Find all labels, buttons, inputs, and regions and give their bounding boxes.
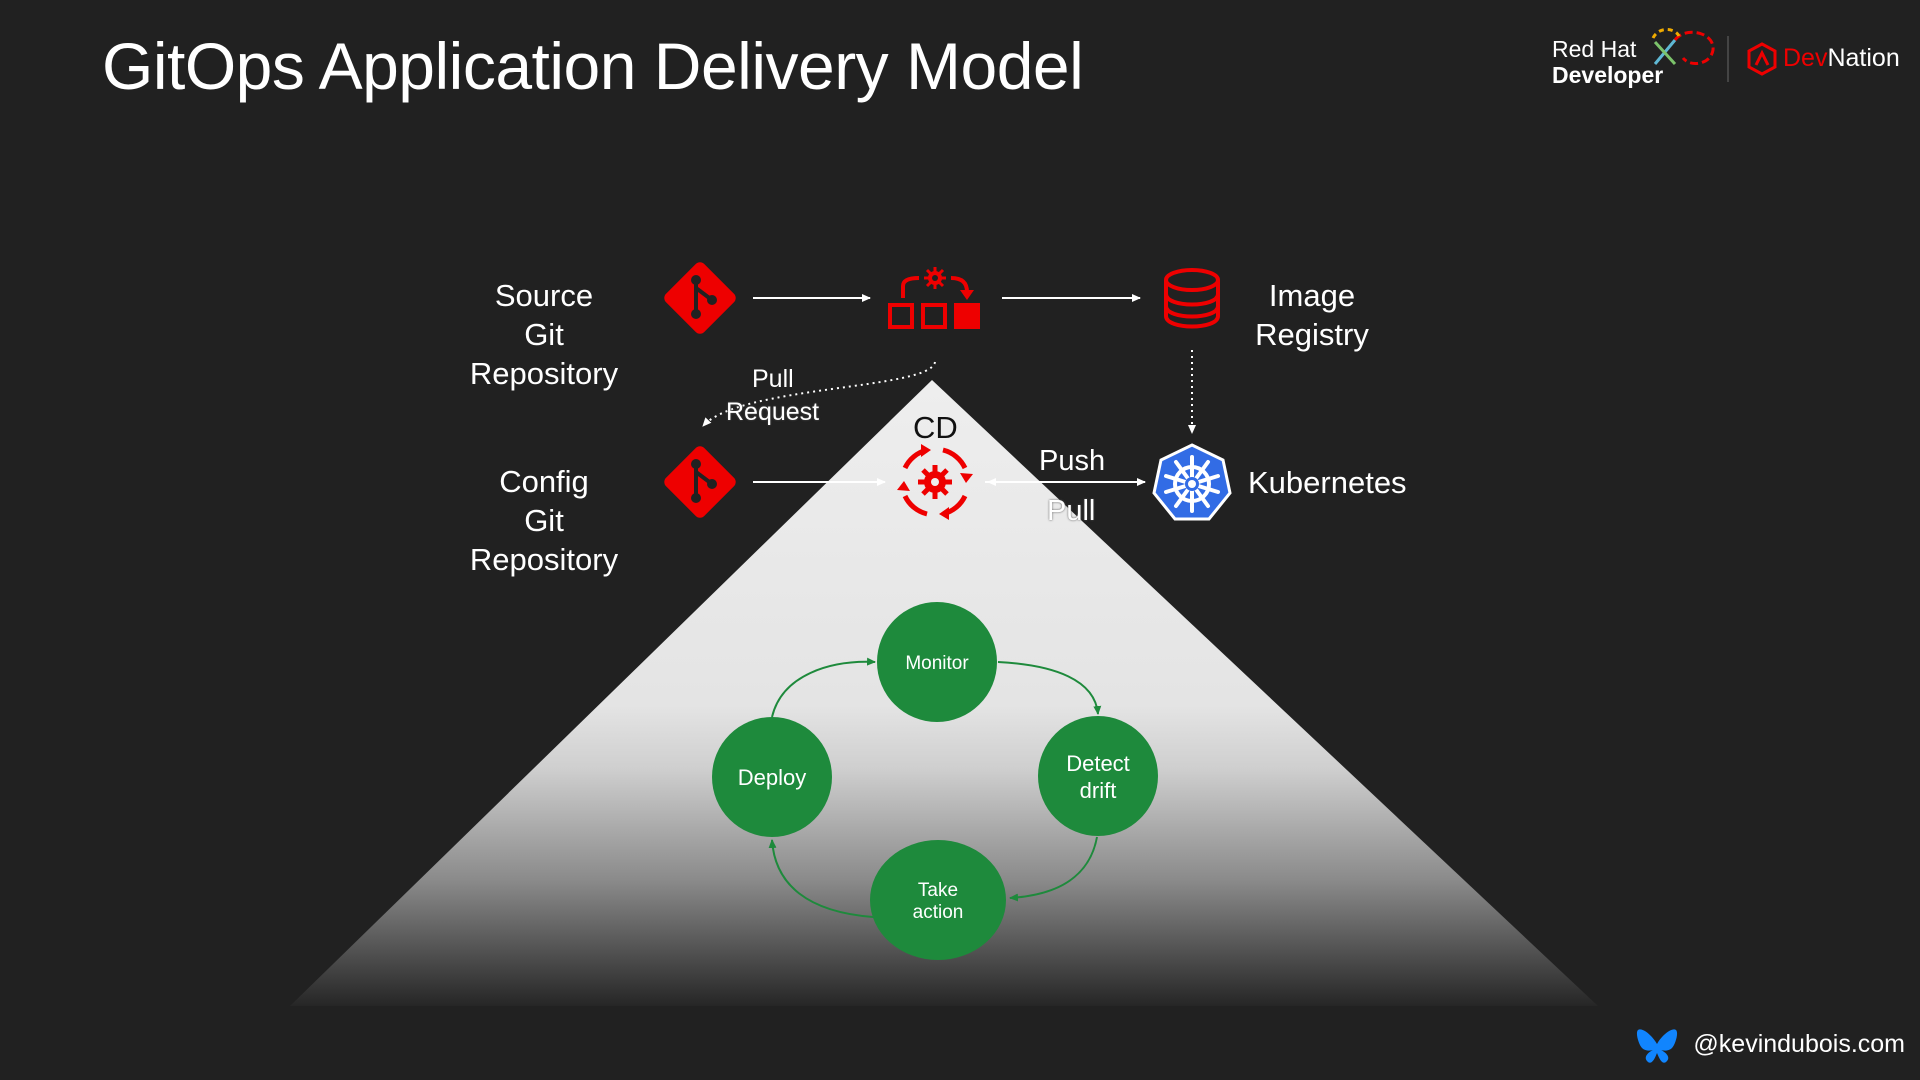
devnation-nation: Nation xyxy=(1827,44,1900,72)
redhat-swirl-icon xyxy=(1651,28,1715,66)
source-git-icon xyxy=(664,262,736,334)
cd-sync-icon xyxy=(897,444,973,520)
devnation-logo: DevNation xyxy=(1745,42,1915,78)
monitor-label: Monitor xyxy=(905,653,969,674)
loop-node-detect-drift: Detect drift xyxy=(1038,716,1158,836)
devnation-mark-icon xyxy=(1747,42,1777,76)
pull-label: Pull xyxy=(1047,495,1096,527)
push-label: Push xyxy=(1039,445,1106,477)
config-git-icon xyxy=(664,446,736,518)
pull-request-line2: Request xyxy=(726,398,820,426)
source-repo-label: Source Git Repository xyxy=(444,276,644,393)
kubernetes-helm-icon xyxy=(1152,443,1232,521)
bluesky-butterfly-icon xyxy=(1636,1029,1678,1063)
loop-arrow-deploy-to-monitor xyxy=(771,657,876,718)
database-icon xyxy=(1164,268,1220,329)
deploy-label: Deploy xyxy=(738,765,806,790)
loop-arrow-monitor-to-detect xyxy=(997,661,1102,715)
source-repo-line2: Git xyxy=(524,317,564,352)
loop-arrow-action-to-deploy xyxy=(768,839,874,918)
build-pipeline-icon xyxy=(888,267,980,329)
config-repo-line1: Config xyxy=(499,464,589,499)
redhat-logo-line2: Developer xyxy=(1552,62,1664,88)
redhat-developer-logo: Red Hat Developer xyxy=(1550,28,1715,94)
kubernetes-label: Kubernetes xyxy=(1248,465,1407,500)
footer-handle: @kevindubois.com xyxy=(1693,1030,1905,1058)
config-repo-line2: Git xyxy=(524,503,564,538)
take-action-line2: action xyxy=(913,902,964,923)
source-repo-line1: Source xyxy=(494,278,594,313)
detect-label-line1: Detect xyxy=(1066,751,1130,776)
loop-node-monitor: Monitor xyxy=(877,602,997,722)
arrow-pull-request xyxy=(702,361,936,427)
config-repo-label: Config Git Repository xyxy=(444,462,644,579)
detect-label-line2: drift xyxy=(1080,778,1117,803)
config-repo-line3: Repository xyxy=(469,542,619,577)
devnation-dev: Dev xyxy=(1783,44,1828,72)
loop-node-take-action: Take action xyxy=(870,840,1006,960)
loop-arrow-detect-to-action xyxy=(1009,836,1098,902)
slide-title: GitOps Application Delivery Model xyxy=(102,29,1084,103)
image-registry-label: Image Registry xyxy=(1232,276,1392,354)
cd-label: CD xyxy=(913,410,958,445)
redhat-logo-line1: Red Hat xyxy=(1552,36,1637,62)
image-registry-line2: Registry xyxy=(1255,317,1369,352)
logo-divider xyxy=(1727,36,1729,82)
pull-request-line1: Pull xyxy=(752,365,794,393)
loop-node-deploy: Deploy xyxy=(712,717,832,837)
take-action-line1: Take xyxy=(918,880,958,901)
devnation-wordmark: DevNation xyxy=(1783,44,1900,73)
image-registry-line1: Image xyxy=(1268,278,1356,313)
source-repo-line3: Repository xyxy=(469,356,619,391)
